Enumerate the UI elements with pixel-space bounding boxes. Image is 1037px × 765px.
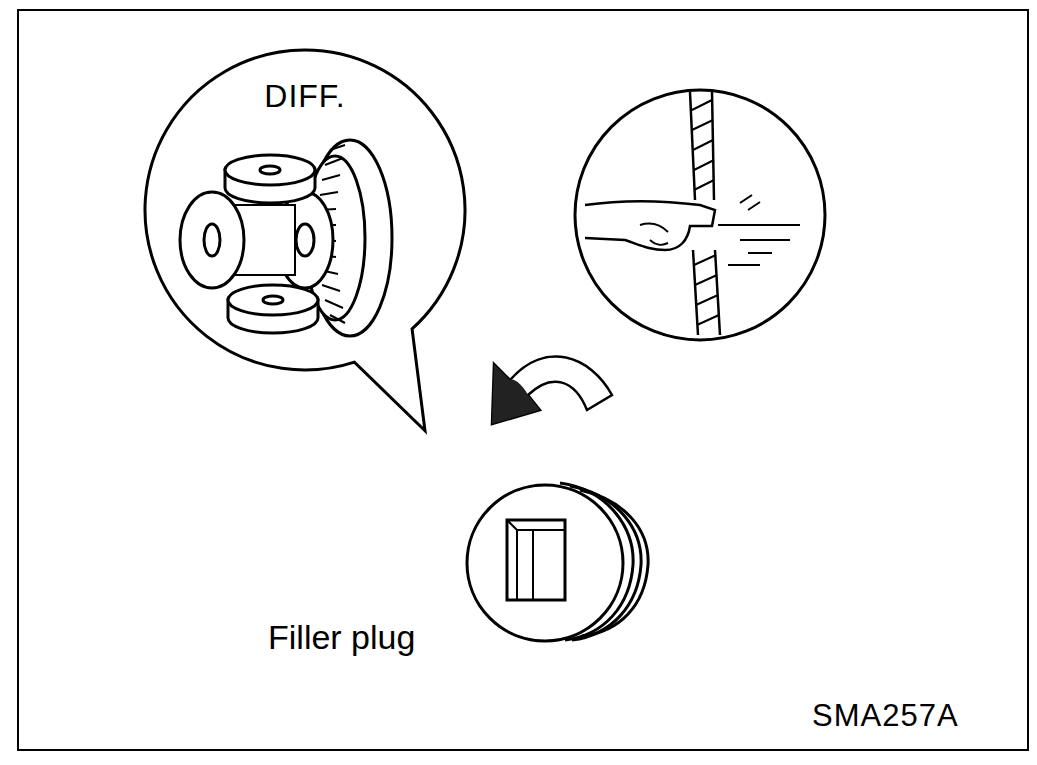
differential-gears (180, 140, 392, 336)
rotation-arrow (492, 356, 612, 424)
speech-bubble: DIFF. (145, 50, 465, 370)
level-check-inset (575, 90, 825, 340)
frame (18, 10, 1028, 750)
part-label: Filler plug (268, 618, 415, 657)
bubble-path (145, 50, 465, 431)
figure-code: SMA257A (812, 698, 959, 734)
bubble-title: DIFF. (145, 50, 465, 115)
filler-plug (467, 483, 648, 641)
